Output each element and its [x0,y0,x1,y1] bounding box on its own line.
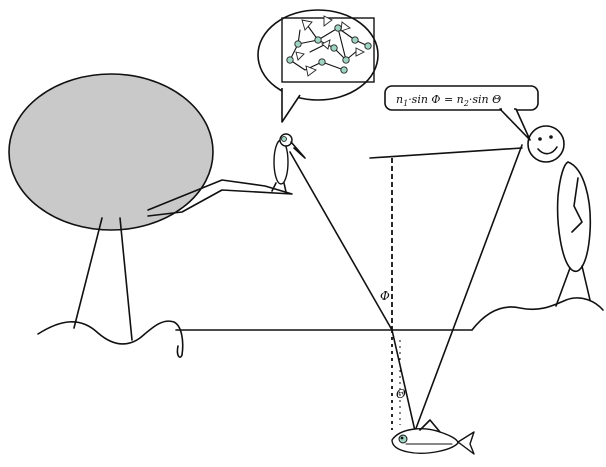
bird-leg-left [271,182,277,192]
network-node [330,44,338,52]
man-sight-horizontal [369,147,523,159]
angle-theta-label: Θ [396,387,406,401]
fish-pupil [400,436,404,440]
thought-bubble-tail [281,88,301,123]
network-node [286,56,294,64]
network-node [351,36,359,44]
man-eye-right [549,135,553,139]
network-arrowhead [305,65,317,77]
ray-man-sightline [414,144,523,432]
ray-bird-to-surface [289,151,393,331]
man-arm [571,177,583,233]
speech-bubble-tail [499,108,531,141]
fish-body [391,428,459,454]
equation-n1: n [396,93,403,106]
man-eye-left [538,137,542,141]
bird-leg-right [283,182,287,193]
fish-tail [457,431,475,455]
network-node [342,56,350,64]
snell-equation: n1·sin Φ = n2·sin Θ [396,93,501,108]
ground-right [471,297,604,331]
network-node [318,58,326,66]
man-body [556,161,592,273]
tree-canopy [8,73,214,231]
network-arrowhead [323,15,333,27]
network-arrowhead [355,47,366,57]
network-node [364,42,372,50]
network-arrowhead [295,51,305,61]
man [527,125,592,307]
bird-beak [290,141,306,159]
man-speech-bubble: n1·sin Φ = n2·sin Θ [384,85,539,141]
speech-bubble-box [384,85,539,111]
network-node [314,36,322,44]
tree-branch [147,179,293,217]
man-smile [537,146,558,155]
thought-bubble-outline [257,9,379,101]
network-node [294,40,302,48]
fish-top-fin [419,419,441,433]
man-leg-left [555,267,571,307]
network-node [340,66,348,74]
bird-eye [281,136,287,142]
bird [271,133,306,193]
network-node [334,24,342,32]
fish-eye [398,434,408,444]
man-head [527,125,565,163]
angle-phi-label: Φ [380,289,390,303]
fish [391,419,475,455]
tree [8,73,214,341]
man-leg-right [581,265,591,301]
network-arrowhead [301,19,313,31]
ground-left [37,320,184,358]
network-arrowhead [321,39,331,50]
bird-thought-bubble [257,9,379,123]
equation-n2-subscript: 2 [463,99,469,108]
tree-trunk-right [119,217,133,341]
equation-n1-subscript: 1 [403,99,408,108]
equation-middle: ·sin Φ = n [408,93,464,106]
equation-end: ·sin Θ [469,93,501,106]
ray-refracted-to-fish [391,329,416,432]
network-arrowhead [340,21,351,32]
tree-trunk-left [73,217,103,329]
